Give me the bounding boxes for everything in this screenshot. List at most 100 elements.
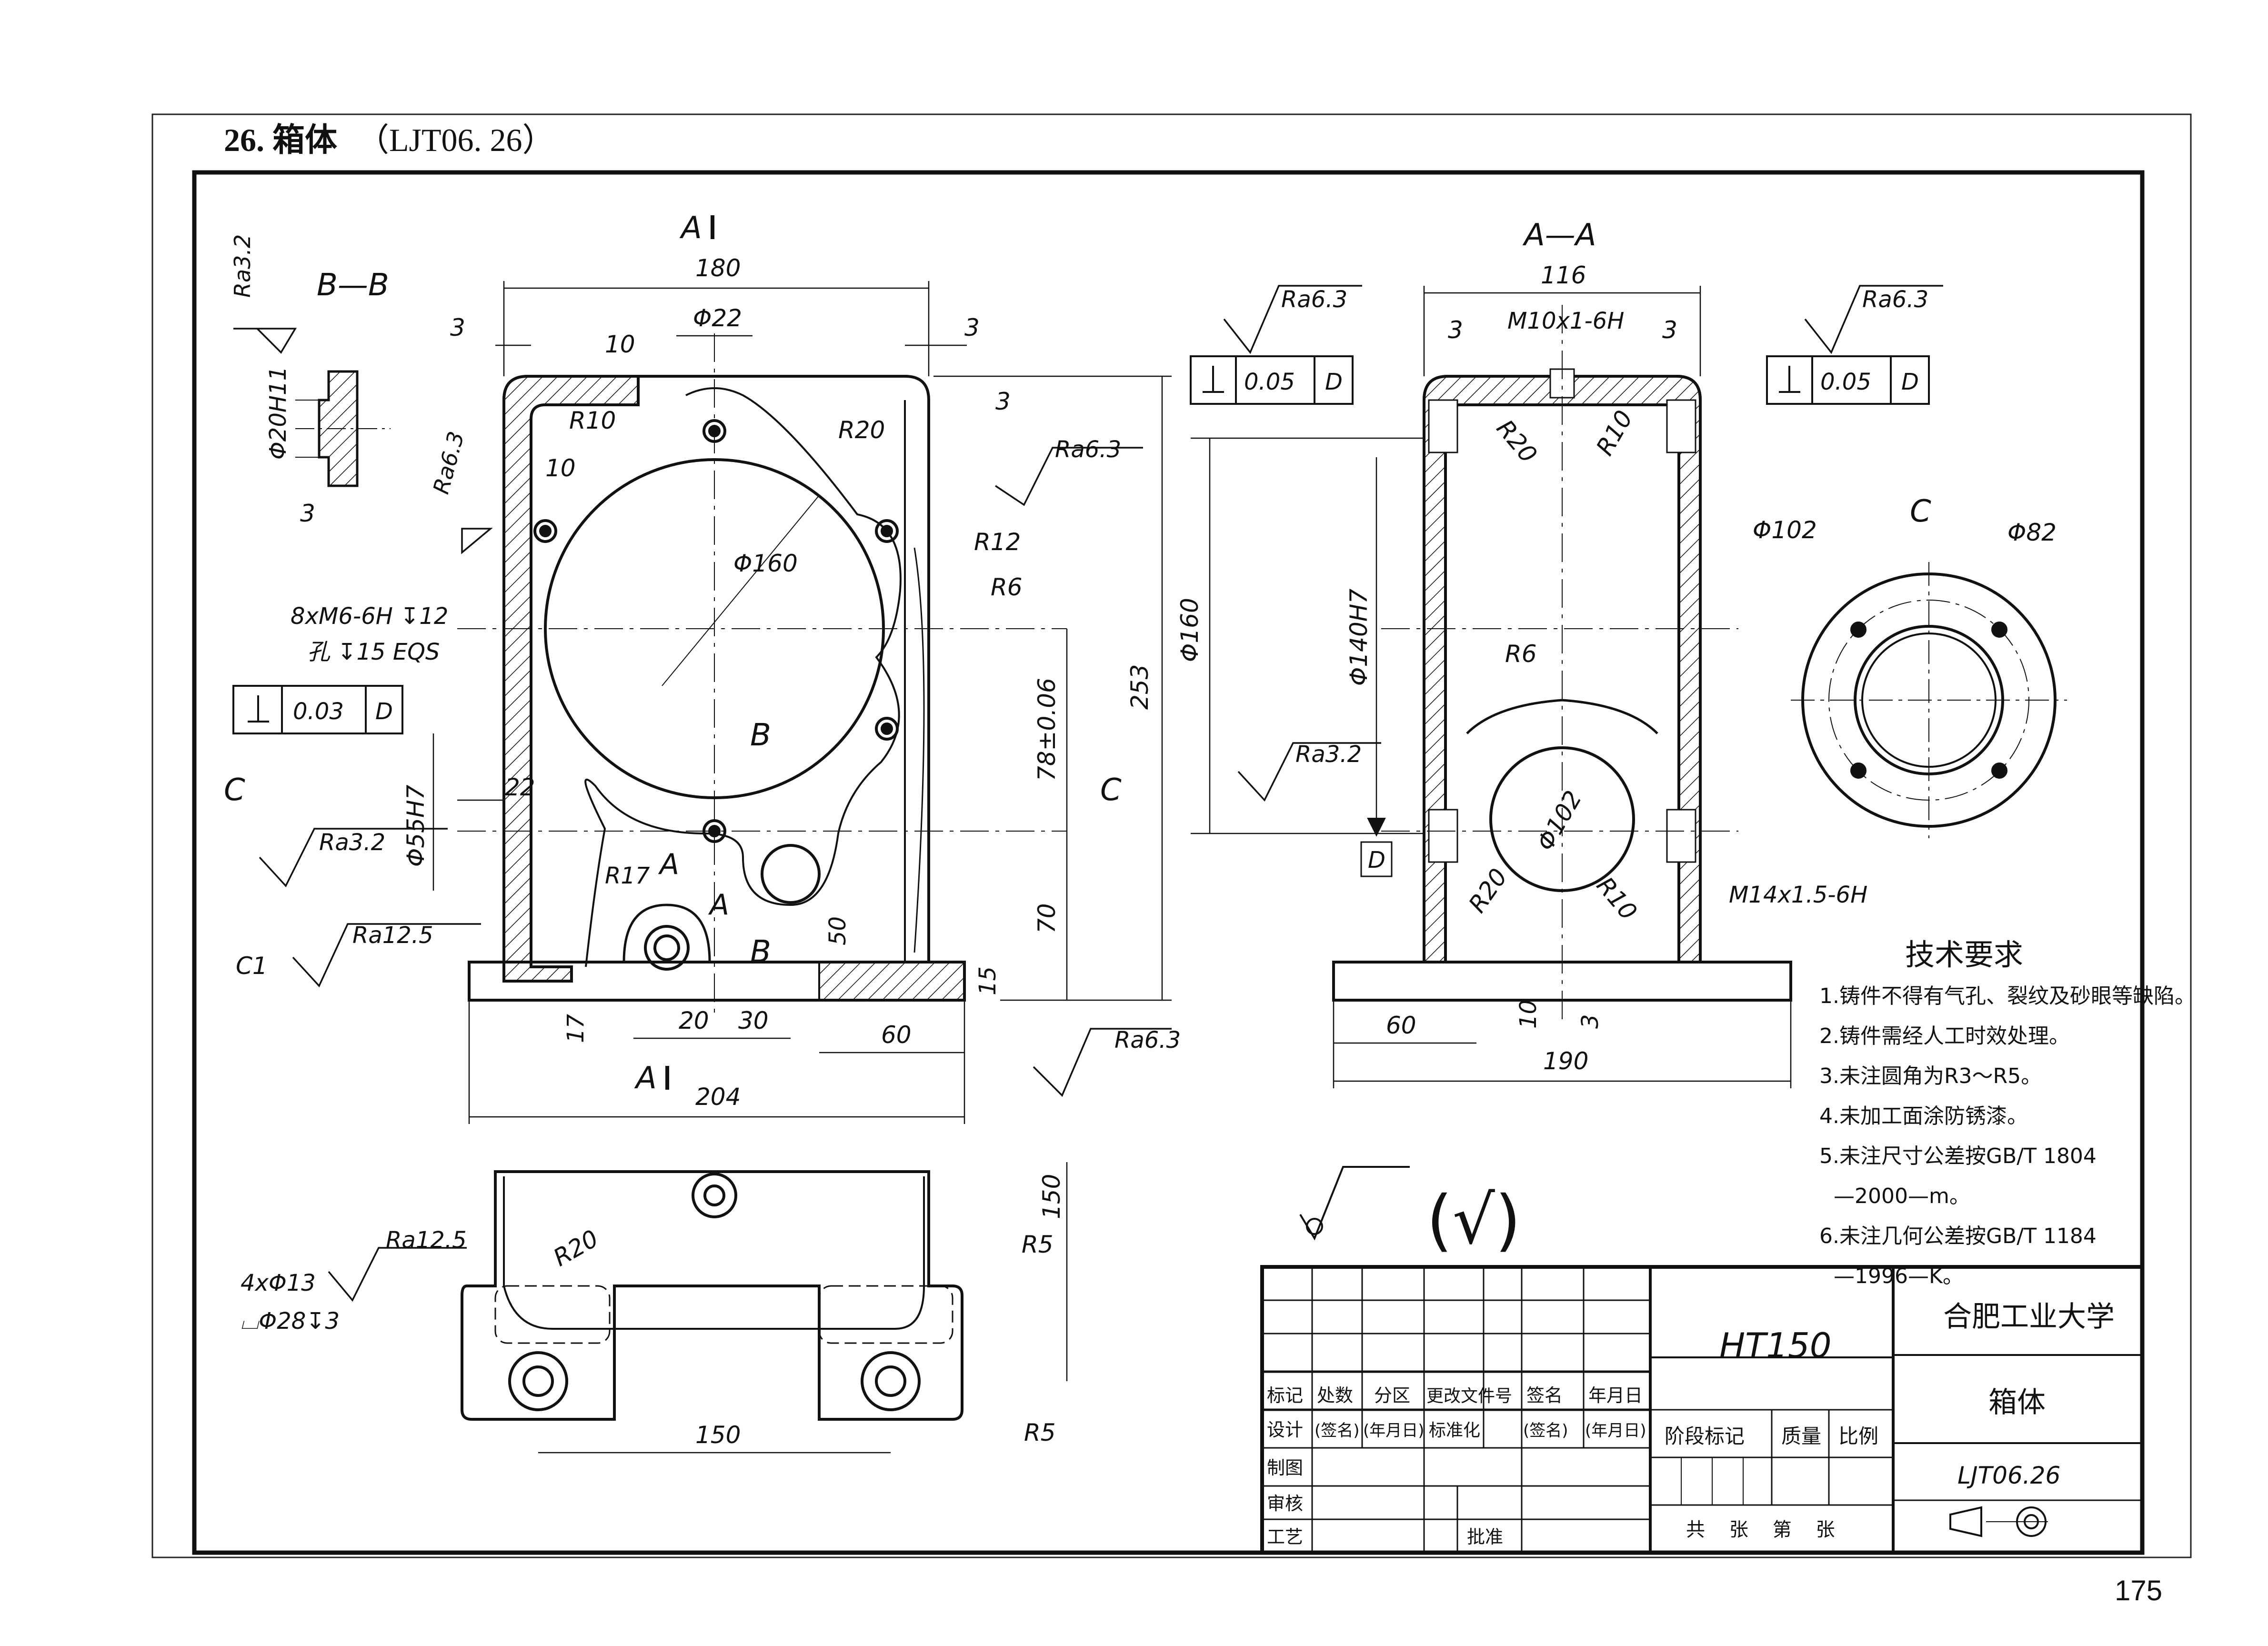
dim-phi55: Φ55H7 (402, 784, 430, 867)
tech-item: —1996—K。 (1834, 1264, 1964, 1288)
ra32-c: Ra3.2 (1295, 741, 1362, 768)
dim-3a: 3 (450, 314, 465, 341)
tech-item: 4.未加工面涂防锈漆。 (1819, 1104, 2028, 1128)
dim-22: 22 (505, 773, 535, 801)
dim-180: 180 (695, 254, 741, 282)
outer-frame (151, 113, 2192, 1558)
roughness-marks (233, 285, 1943, 1302)
dim-phi22: Φ22 (693, 304, 742, 332)
general-roughness-symbol (1299, 1166, 1410, 1241)
dim-r5b: R5 (1024, 1419, 1056, 1446)
tb-draw: 制图 (1267, 1457, 1303, 1478)
dim-phi102: Φ102 (1753, 516, 1817, 544)
ra125-a: Ra12.5 (352, 922, 433, 949)
tb-d5: (年月日) (1585, 1421, 1646, 1440)
ra63-d: Ra6.3 (1862, 286, 1928, 313)
section-aa-view (1191, 286, 1792, 1088)
fcf-aa-right-value: 0.05 (1820, 369, 1871, 395)
label-a-bottom: A (634, 1061, 657, 1096)
tb-school: 合肥工业大学 (1943, 1300, 2115, 1334)
fcf-left-ref: D (375, 698, 393, 725)
dim-3e: 3 (1662, 316, 1677, 344)
fcf-aa-left-value: 0.05 (1244, 369, 1295, 395)
dim-r5a: R5 (1022, 1231, 1054, 1258)
dim-r17: R17 (605, 863, 650, 889)
heading-number: 26. (224, 122, 264, 158)
heading-code: （LJT06. 26） (357, 122, 555, 158)
tb-mass: 质量 (1781, 1425, 1821, 1448)
dim-phi82: Φ82 (2007, 519, 2057, 546)
dim-r10b: R10 (1591, 406, 1638, 460)
tb-process: 工艺 (1267, 1526, 1303, 1547)
dim-17: 17 (562, 1014, 589, 1043)
dim-r6b: R6 (1505, 640, 1537, 668)
dim-m14: M14x1.5-6H (1729, 882, 1867, 908)
dim-150v: 150 (1038, 1174, 1065, 1219)
tb-d4: (签名) (1523, 1421, 1568, 1440)
dim-60: 60 (881, 1021, 912, 1049)
tb-d1: (签名) (1315, 1421, 1360, 1440)
section-bb-view (295, 370, 391, 487)
tech-item: 1.铸件不得有气孔、裂纹及砂眼等缺陷。 (1819, 984, 2196, 1008)
tb-stage: 阶段标记 (1665, 1425, 1745, 1448)
tb-h1: 处数 (1317, 1385, 1353, 1406)
heading-name: 箱体 (272, 122, 338, 158)
fcf-aa-left-ref: D (1325, 369, 1343, 395)
left-wall-hatch (502, 375, 640, 983)
tech-item: 3.未注圆角为R3～R5。 (1819, 1064, 2042, 1088)
label-section-aa: A—A (1522, 218, 1596, 253)
dim-hole15: 孔 ↧15 EQS (307, 639, 440, 665)
dim-3d: 3 (1448, 316, 1463, 344)
dim-10a: 10 (605, 331, 635, 358)
title-block (1260, 1265, 2144, 1555)
view-c-flange (1791, 562, 2067, 838)
dim-phi160b: Φ160 (1176, 598, 1204, 662)
label-view-c: C (1910, 494, 1931, 529)
tb-check: 审核 (1267, 1493, 1303, 1514)
dim-50: 50 (824, 916, 851, 945)
dim-10c: 10 (1515, 1000, 1542, 1029)
dim-r6: R6 (991, 573, 1023, 601)
dim-c1: C1 (236, 952, 268, 980)
base-right-hatch (818, 961, 965, 1001)
dim-15: 15 (974, 966, 1001, 995)
dim-60b: 60 (1386, 1012, 1416, 1039)
dim-190: 190 (1543, 1047, 1588, 1075)
tb-h2: 分区 (1374, 1385, 1410, 1406)
dim-10b: 10 (545, 454, 576, 482)
tech-item: —2000—m。 (1834, 1184, 1970, 1208)
label-b-mark2: B (750, 934, 771, 970)
tb-d2: (年月日) (1363, 1421, 1425, 1440)
dim-phi20h11: Φ20H11 (265, 366, 291, 460)
tb-material: HT150 (1719, 1325, 1832, 1365)
ra63-b: Ra6.3 (1055, 436, 1121, 463)
fcf-aa-right-ref: D (1901, 369, 1919, 395)
general-roughness: (√) (1426, 1182, 1521, 1259)
ra63-e: Ra6.3 (1114, 1027, 1181, 1054)
tb-part-name: 箱体 (1988, 1386, 2046, 1419)
ra125-b: Ra12.5 (386, 1227, 467, 1254)
tb-h4: 签名 (1526, 1385, 1563, 1406)
dim-r20: R20 (838, 416, 885, 444)
ra63-c: Ra6.3 (1281, 286, 1347, 313)
ra32-b: Ra3.2 (319, 829, 385, 856)
tech-item: 5.未注尺寸公差按GB/T 1804 (1819, 1144, 2097, 1168)
fcf-frames (232, 355, 1930, 734)
tb-approve: 批准 (1467, 1526, 1503, 1547)
drawing-heading: 26. 箱体 （LJT06. 26） (224, 113, 555, 161)
label-a-mark: A (658, 848, 679, 881)
label-a-mark2: A (708, 888, 729, 922)
technical-requirements: 技术要求 1.铸件不得有气孔、裂纹及砂眼等缺陷。 2.铸件需经人工时效处理。 3… (1819, 933, 2196, 1296)
fcf-left-value: 0.03 (293, 698, 344, 725)
drawing-border (192, 170, 2145, 1555)
dim-150h: 150 (695, 1421, 741, 1449)
dim-phi160: Φ160 (733, 550, 798, 577)
tb-h0: 标记 (1267, 1385, 1303, 1406)
label-b-mark: B (750, 718, 771, 753)
tb-h3: 更改文件号 (1426, 1386, 1512, 1406)
dim-r20b: R20 (1491, 414, 1543, 468)
dim-phi102b: Φ102 (1531, 786, 1587, 855)
dim-cbore: ⌴Φ28↧3 (241, 1308, 340, 1335)
tb-sheets: 共 张 第 张 (1686, 1519, 1835, 1541)
